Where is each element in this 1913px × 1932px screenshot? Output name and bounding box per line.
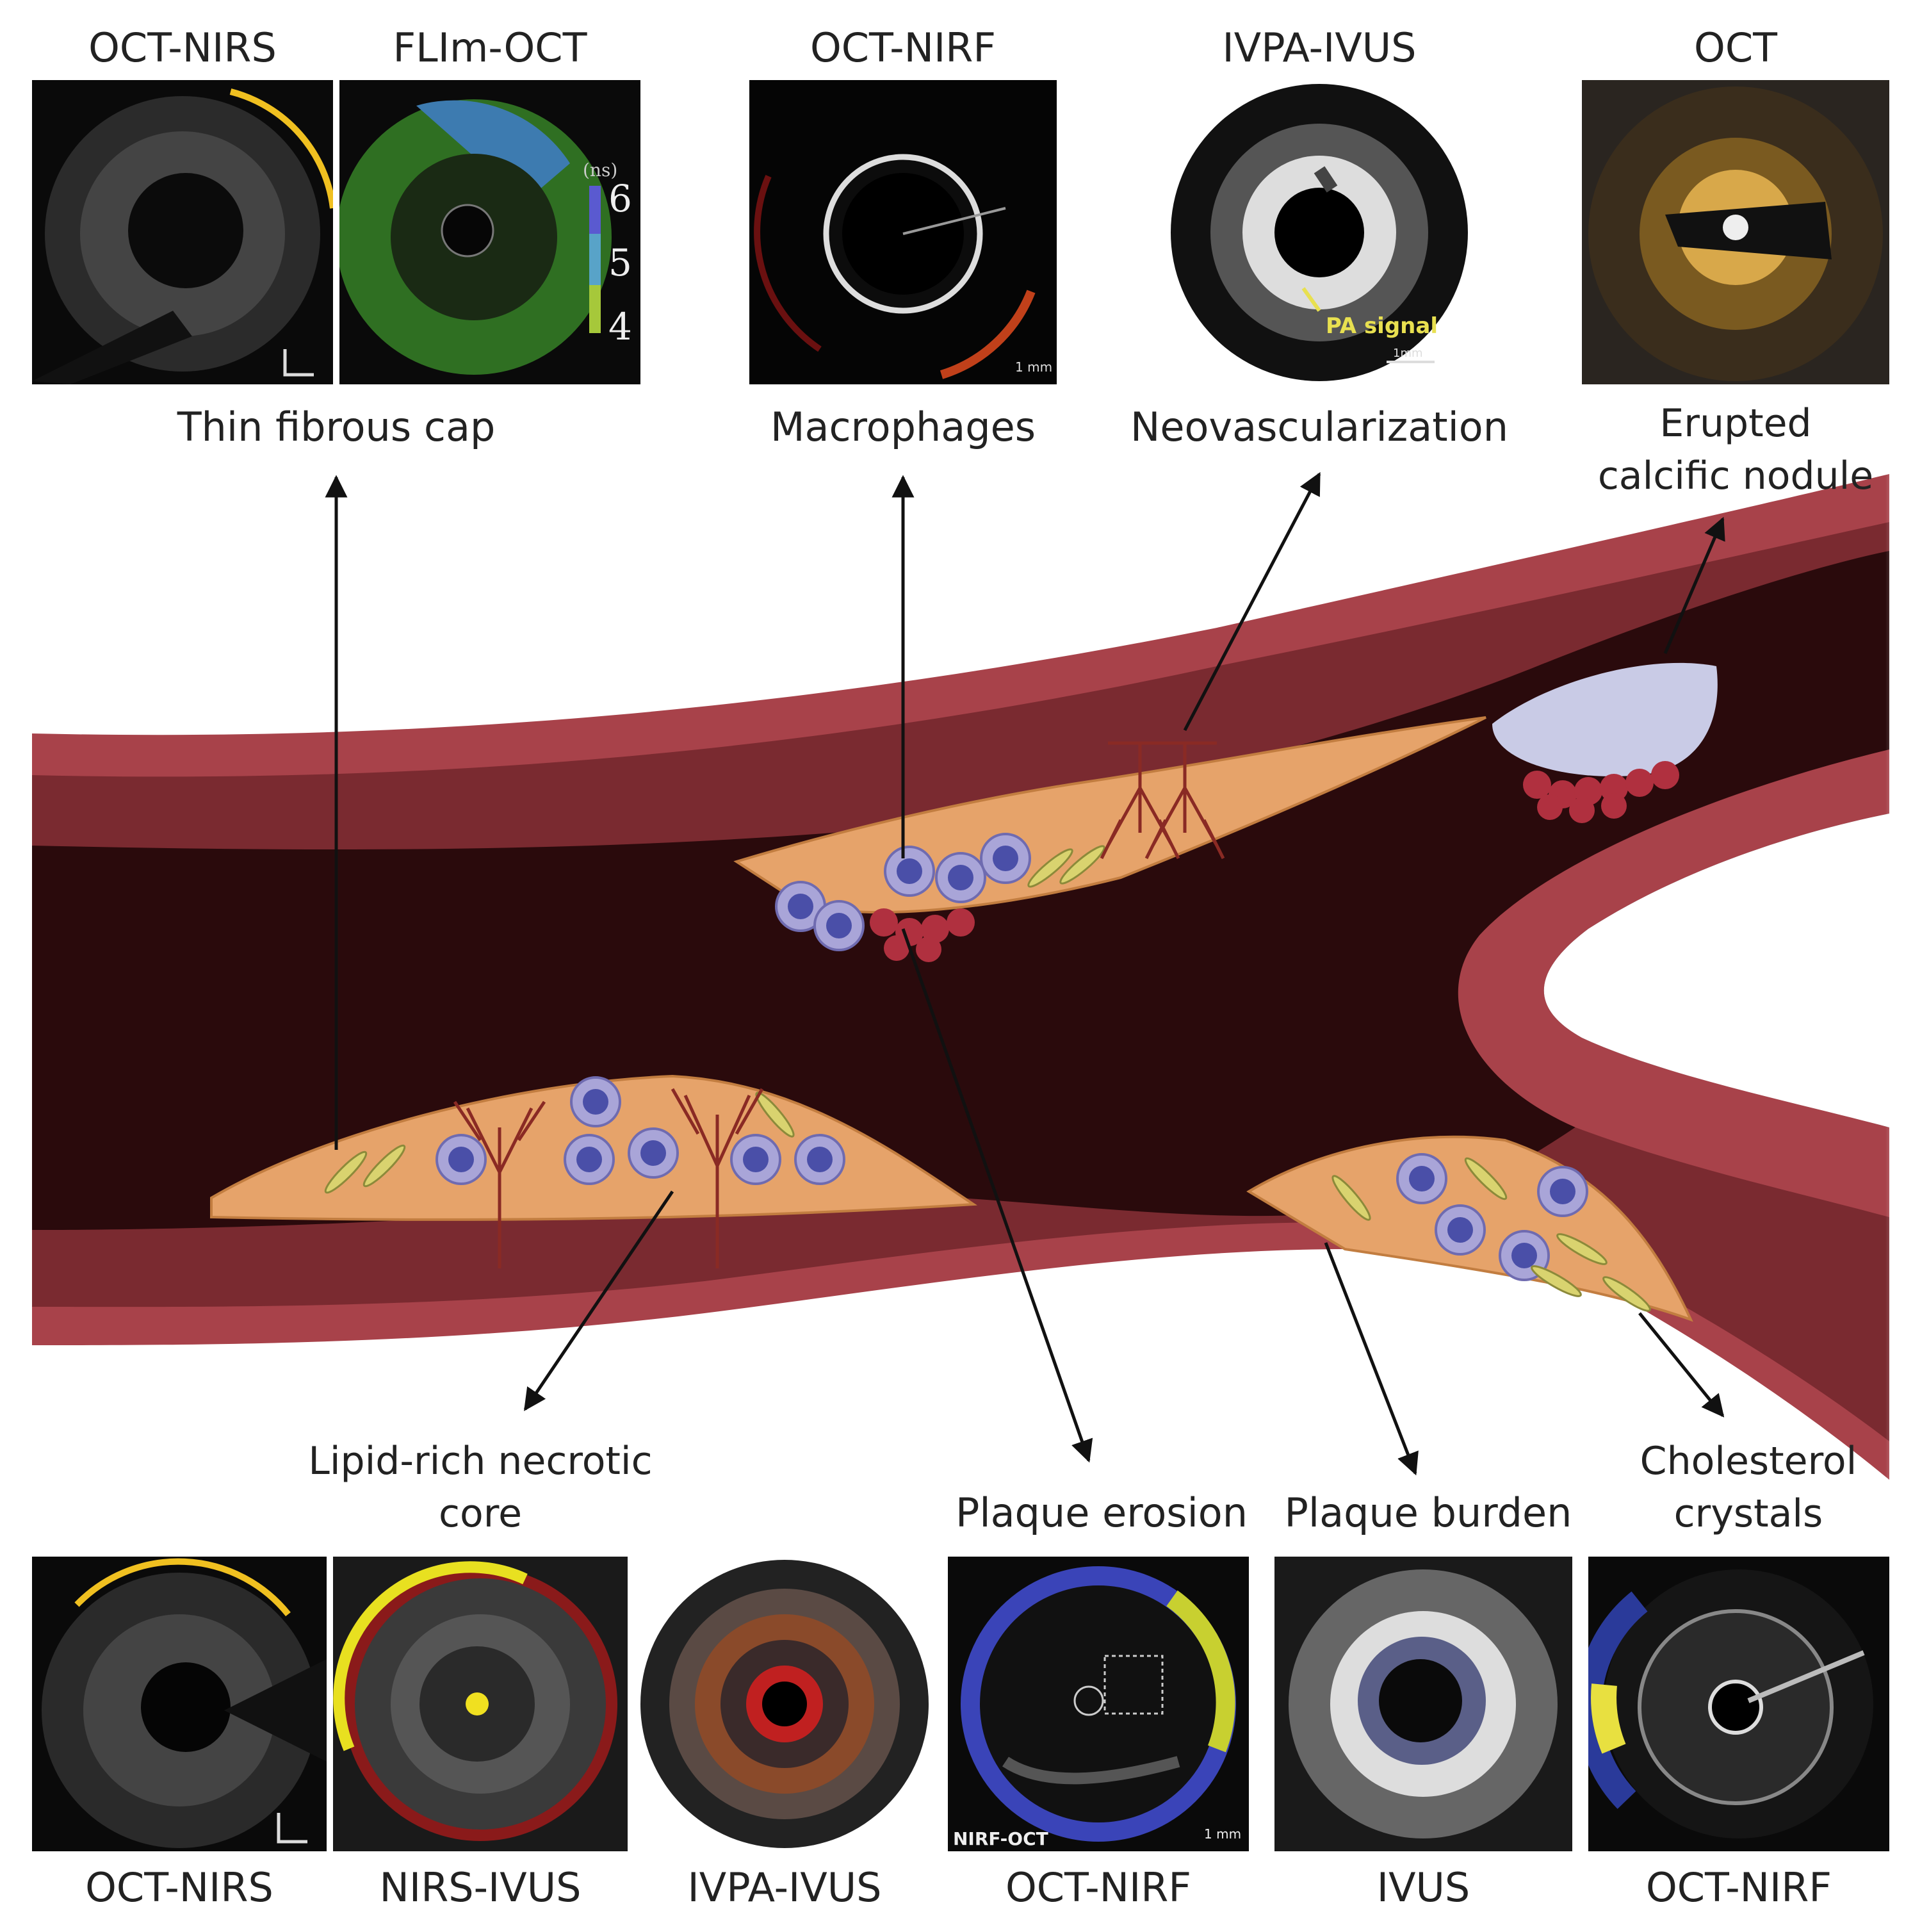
bottom-label-nirs-ivus: NIRS-IVUS xyxy=(379,1864,582,1911)
flim-min: 4 xyxy=(608,305,632,348)
bottom-label-oct-nirf-2: OCT-NIRF xyxy=(1645,1864,1832,1911)
macrophage xyxy=(628,1127,679,1179)
top-label-oct-nirs: OCT-NIRS xyxy=(88,24,277,71)
thrombus-right xyxy=(1523,761,1679,823)
panel-oct-nirs-bottom xyxy=(32,1557,327,1851)
panel-oct-nirf-top: 1 mm xyxy=(749,80,1057,384)
caption-nodule-line2: calcific nodule xyxy=(1597,454,1874,498)
bottom-label-oct-nirf: OCT-NIRF xyxy=(1005,1864,1192,1911)
caption-macrophages: Macrophages xyxy=(770,404,1036,450)
macrophage xyxy=(570,1076,621,1127)
nirf-oct-label: NIRF-OCT xyxy=(953,1828,1048,1849)
caption-thin-fibrous-cap: Thin fibrous cap xyxy=(177,404,496,450)
caption-cholesterol-crystals: Cholesterol crystals xyxy=(1588,1435,1909,1540)
panel-oct-nirs-top xyxy=(32,80,333,384)
arrow-nodule xyxy=(1663,516,1725,654)
arrow-crystals xyxy=(1638,1312,1725,1418)
macrophage xyxy=(1537,1166,1588,1217)
macrophage xyxy=(935,852,986,903)
panel-ivpa-ivus-top: PA signal 1mm xyxy=(1166,80,1473,384)
caption-plaque-burden: Plaque burden xyxy=(1284,1489,1572,1536)
panel-oct-nirf-crystals xyxy=(1588,1557,1889,1851)
branch-wall xyxy=(1458,749,1889,1217)
monocyte xyxy=(813,900,865,951)
flim-mid: 5 xyxy=(608,241,632,284)
macrophage xyxy=(564,1134,615,1185)
bottom-label-oct-nirs: OCT-NIRS xyxy=(85,1864,273,1911)
thrombus-erosion xyxy=(870,908,975,962)
bottom-label-ivus: IVUS xyxy=(1376,1864,1470,1911)
caption-lipid-rich-necrotic-core: Lipid-rich necrotic core xyxy=(275,1435,685,1540)
top-label-oct: OCT xyxy=(1694,24,1777,71)
caption-lipid-line1: Lipid-rich necrotic xyxy=(308,1439,653,1484)
top-label-flim-oct: FLIm-OCT xyxy=(393,24,587,71)
panel-oct-nirf-erosion: NIRF-OCT 1 mm xyxy=(948,1557,1249,1851)
macrophage xyxy=(1396,1153,1447,1204)
macrophage xyxy=(1435,1204,1486,1256)
flim-max: 6 xyxy=(608,177,632,220)
nirs-arc xyxy=(229,88,333,209)
caption-chol-line1: Cholesterol xyxy=(1640,1439,1857,1484)
arrow-lipid-core xyxy=(523,1190,674,1411)
neovessels xyxy=(453,741,1225,1268)
top-label-oct-nirf: OCT-NIRF xyxy=(810,24,997,71)
nirs-arc xyxy=(74,1558,291,1617)
oct-nirf-scale: 1 mm xyxy=(1015,359,1052,375)
panel-flim-oct: (ns) 6 5 4 xyxy=(339,80,640,384)
caption-lipid-line2: core xyxy=(439,1491,522,1536)
caption-nodule-line1: Erupted xyxy=(1659,401,1812,446)
panel-oct-top xyxy=(1582,80,1889,384)
macrophage xyxy=(884,846,935,897)
ivpa-scale: 1mm xyxy=(1393,347,1423,360)
top-label-ivpa-ivus: IVPA-IVUS xyxy=(1222,24,1417,71)
pa-signal-label: PA signal xyxy=(1326,313,1438,339)
flim-unit: (ns) xyxy=(583,160,617,181)
macrophage xyxy=(980,833,1031,884)
bottom-label-ivpa-ivus: IVPA-IVUS xyxy=(687,1864,882,1911)
caption-neovascularization: Neovascularization xyxy=(1130,404,1509,450)
panel-nirs-ivus xyxy=(333,1557,628,1851)
caption-chol-line2: crystals xyxy=(1673,1491,1823,1536)
panel-ivpa-ivus-bottom xyxy=(634,1557,935,1851)
caption-erupted-calcific-nodule: Erupted calcific nodule xyxy=(1563,397,1909,502)
macrophage xyxy=(794,1134,845,1185)
macrophage xyxy=(436,1134,487,1185)
caption-plaque-erosion: Plaque erosion xyxy=(955,1489,1248,1536)
macrophage xyxy=(730,1134,781,1185)
nirf-oct-scale: 1 mm xyxy=(1204,1826,1241,1842)
arrow-neovasc xyxy=(1183,471,1321,732)
panel-ivus xyxy=(1274,1557,1572,1851)
arrow-erosion xyxy=(901,928,1093,1463)
arrow-burden xyxy=(1324,1242,1419,1476)
calcific-nodule xyxy=(1492,662,1718,776)
